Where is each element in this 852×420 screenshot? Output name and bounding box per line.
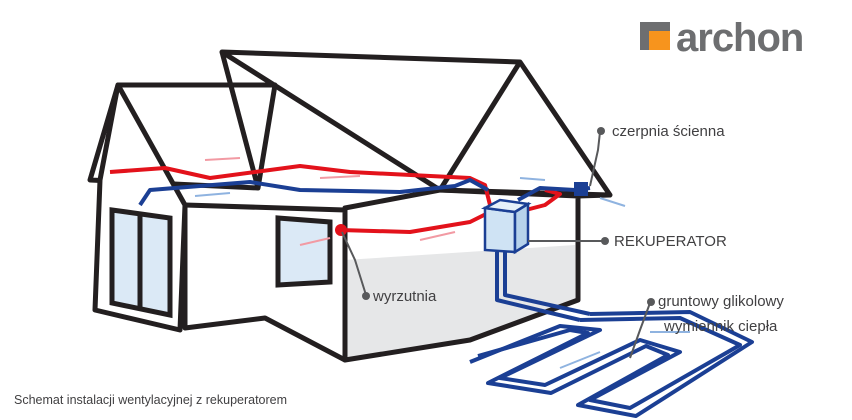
cold-duct-attic <box>138 178 489 207</box>
intake-grille <box>574 182 588 196</box>
windows <box>109 207 333 319</box>
label-recuperator: REKUPERATOR <box>614 233 727 250</box>
floor-area <box>345 245 575 360</box>
callout-intake-line <box>589 131 601 187</box>
label-ground-line1: gruntowy glikolowy <box>658 293 784 310</box>
callouts <box>341 127 655 359</box>
arrow-warm-1 <box>204 157 241 161</box>
callout-exhaust-dot <box>362 292 370 300</box>
ridge-line <box>219 51 261 189</box>
logo-square-orange <box>649 31 670 50</box>
exhaust-grille <box>335 224 347 236</box>
arrow-cold-5 <box>559 351 601 369</box>
arrow-warm-4 <box>299 237 331 246</box>
callout-recuperator-dot <box>601 237 609 245</box>
ground-loop-inner <box>477 310 754 418</box>
warm-duct-room <box>339 210 491 234</box>
ground-exchanger <box>469 310 754 418</box>
ground-pipe-return <box>503 252 591 316</box>
archon-logo: archon <box>640 16 804 60</box>
label-exhaust: wyrzutnia <box>372 288 437 305</box>
cold-ducts <box>138 178 591 322</box>
callout-intake-dot <box>597 127 605 135</box>
arrow-cold-3 <box>519 177 546 181</box>
recuperator-unit <box>480 198 532 255</box>
gable-edge <box>437 60 523 192</box>
warm-duct-intake <box>517 188 562 214</box>
flow-arrows <box>194 157 690 369</box>
ground-pipe-down <box>495 252 581 322</box>
arrow-warm-3 <box>419 231 456 241</box>
warm-duct-attic <box>109 164 492 206</box>
ground-loop <box>469 316 742 410</box>
labels: czerpnia ścienna REKUPERATOR wyrzutnia g… <box>372 123 784 335</box>
caption: Schemat instalacji wentylacyjnej z rekup… <box>14 393 287 407</box>
label-ground-line2: wymiennik ciepła <box>663 318 778 335</box>
callout-ground-line <box>629 302 651 359</box>
arrow-warm-2 <box>319 175 361 179</box>
callout-exhaust-line <box>341 231 367 296</box>
logo-wordmark: archon <box>676 16 803 60</box>
label-intake: czerpnia ścienna <box>612 123 725 140</box>
window-right <box>275 215 333 288</box>
callout-ground-dot <box>647 298 655 306</box>
warm-ducts <box>109 164 562 236</box>
recuperator-side <box>513 201 530 255</box>
arrow-cold-1 <box>194 192 231 197</box>
recuperator-front <box>483 206 517 254</box>
arrow-cold-2 <box>599 197 626 207</box>
